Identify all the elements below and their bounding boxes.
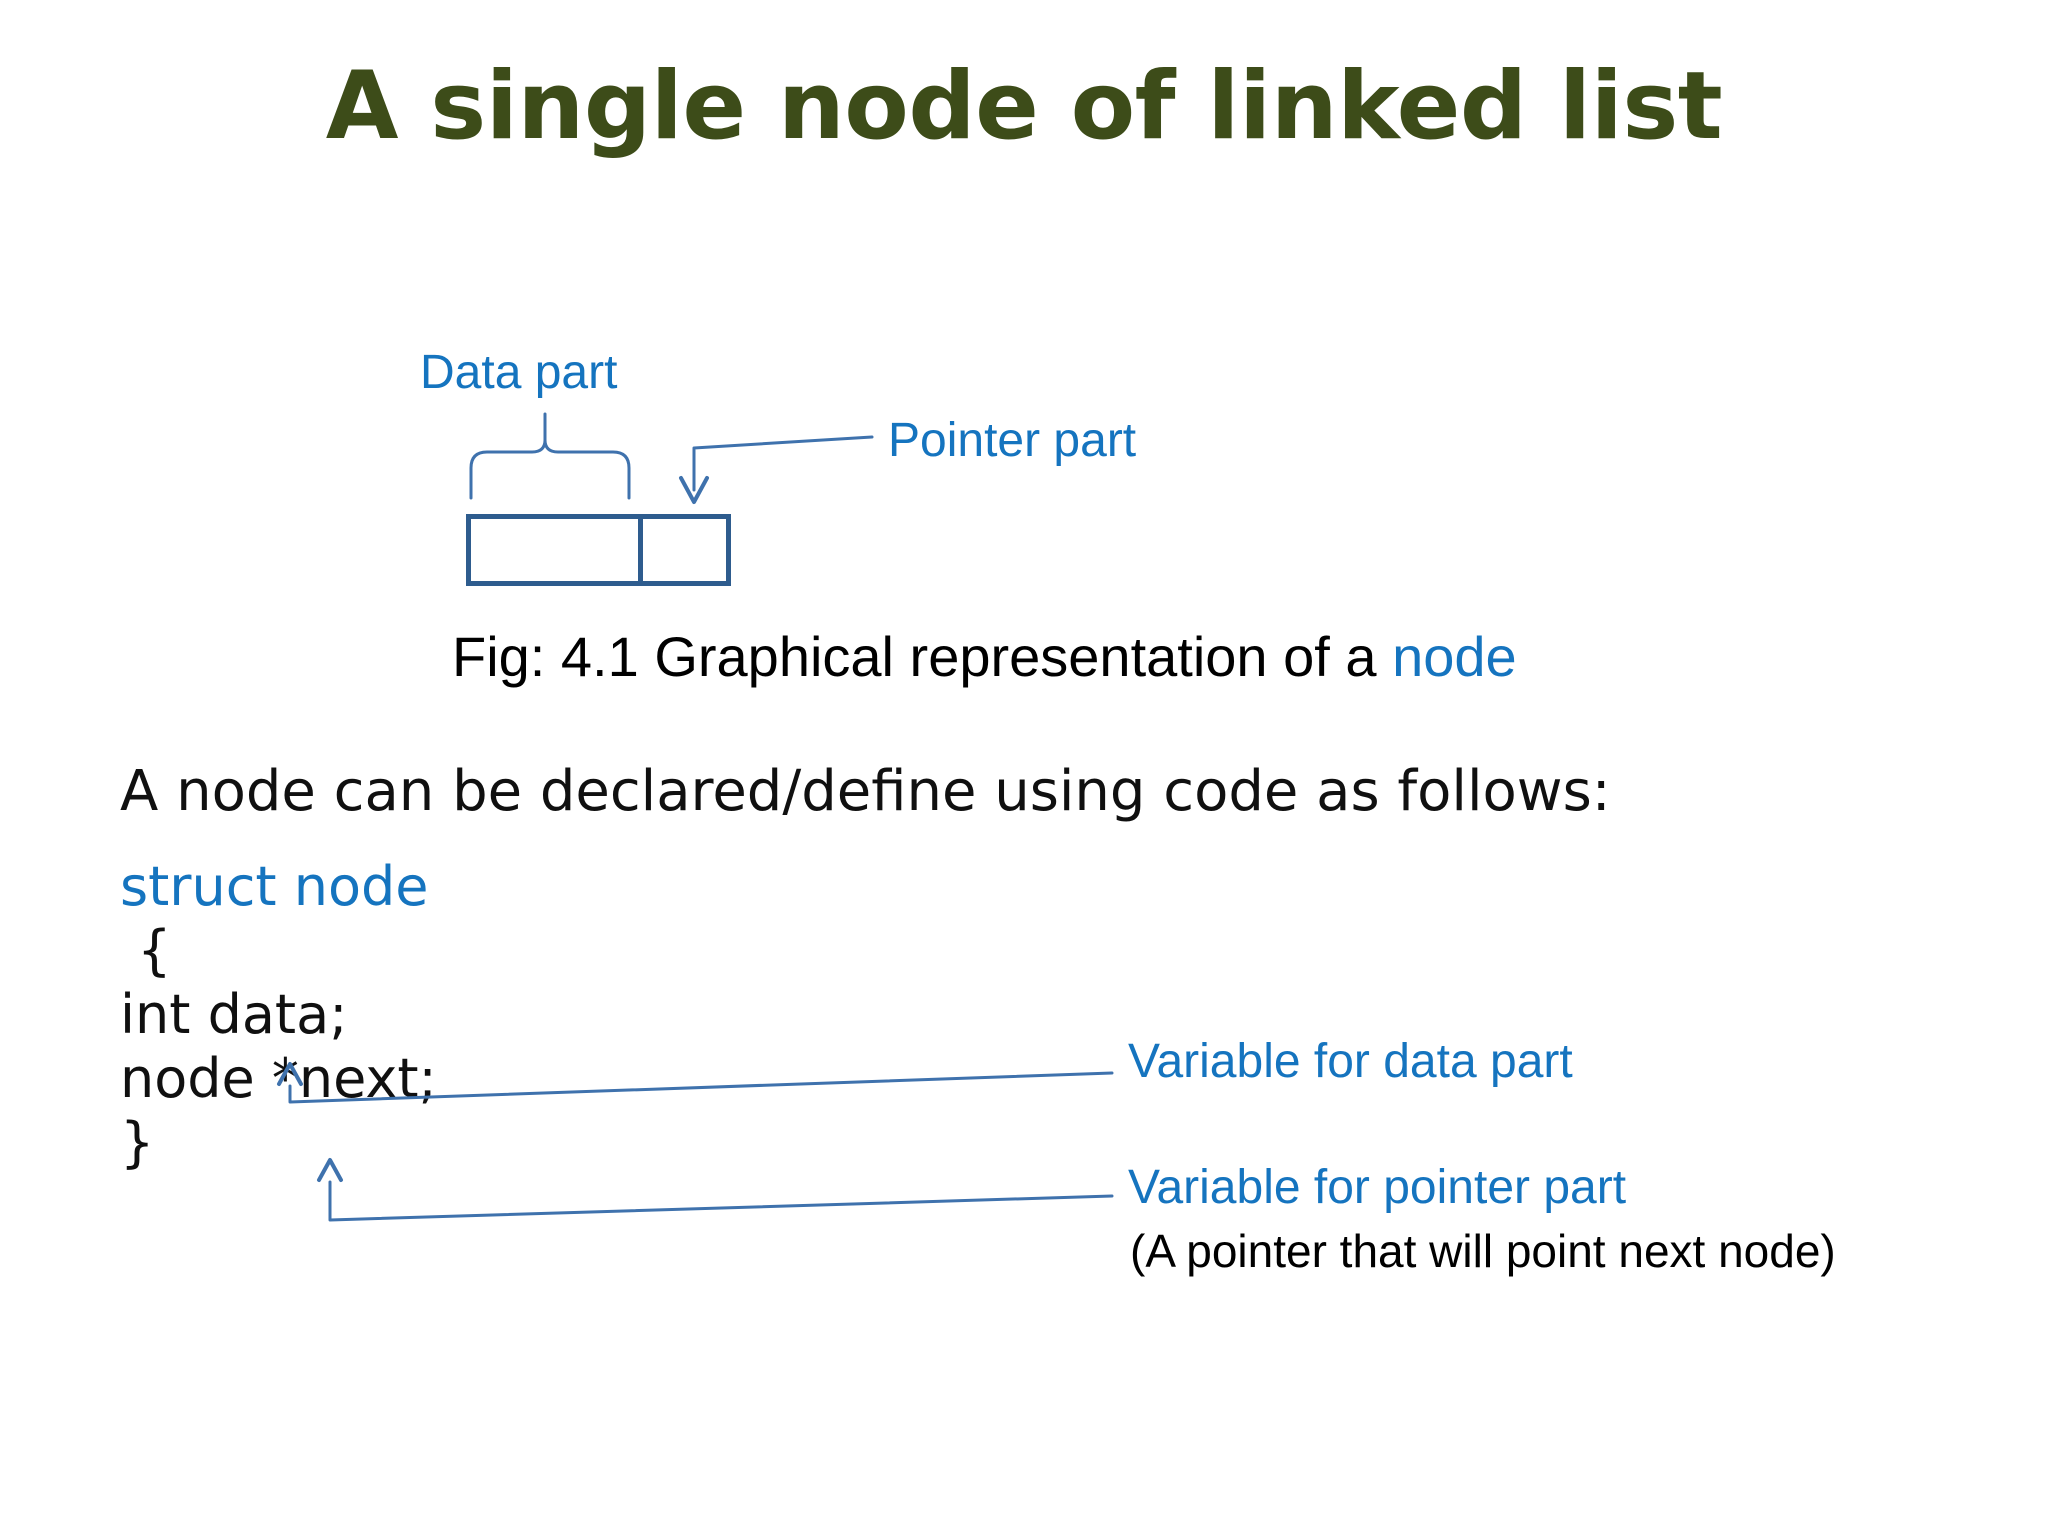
intro-text: A node can be declared/define using code… bbox=[120, 759, 1611, 824]
code-block: struct node { int data; node *next; } bbox=[120, 855, 437, 1175]
node-data-cell bbox=[471, 519, 643, 581]
page-title: A single node of linked list bbox=[325, 52, 1723, 161]
pointer-part-arrowhead bbox=[679, 476, 709, 504]
node-pointer-cell bbox=[643, 519, 726, 581]
node-diagram-box bbox=[466, 514, 731, 586]
data-part-label: Data part bbox=[420, 346, 618, 399]
figure-caption-highlight: node bbox=[1392, 625, 1517, 688]
pointer-variable-leader bbox=[328, 1180, 1114, 1222]
annotation-pointer-note: (A pointer that will point next node) bbox=[1130, 1225, 1836, 1277]
code-line-open-brace: { bbox=[120, 919, 172, 982]
pointer-part-label: Pointer part bbox=[888, 414, 1137, 467]
code-line-int-data: int data; bbox=[120, 983, 348, 1046]
code-line-node-next: node *next; bbox=[120, 1047, 437, 1110]
code-line-struct: struct node bbox=[120, 855, 429, 918]
figure-caption: Fig: 4.1 Graphical representation of a n… bbox=[452, 625, 1517, 689]
pointer-part-leader bbox=[692, 435, 874, 492]
code-line-close-brace: } bbox=[120, 1111, 155, 1174]
data-part-brace bbox=[469, 412, 631, 500]
annotation-pointer-variable: Variable for pointer part bbox=[1128, 1161, 1627, 1214]
figure-caption-text: Fig: 4.1 Graphical representation of a bbox=[452, 625, 1393, 688]
annotation-data-variable: Variable for data part bbox=[1128, 1035, 1573, 1088]
